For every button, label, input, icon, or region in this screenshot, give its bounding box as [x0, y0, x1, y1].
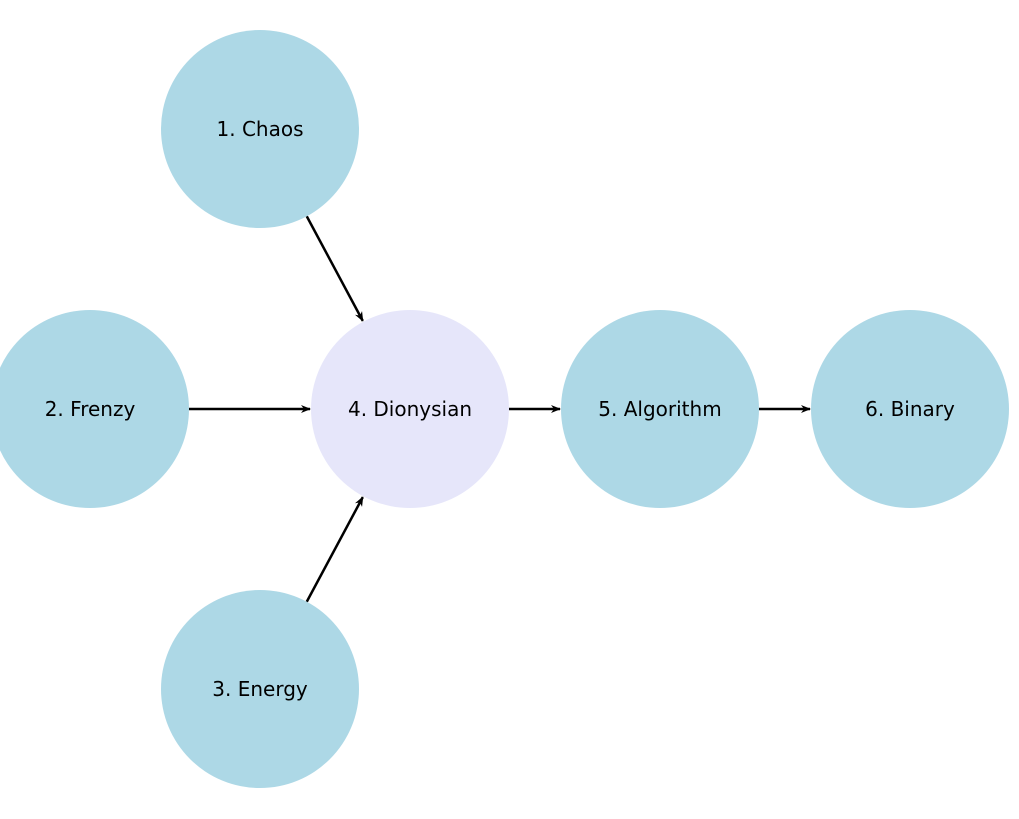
node-binary: 6. Binary — [811, 310, 1009, 508]
node-algorithm: 5. Algorithm — [561, 310, 759, 508]
node-label: 3. Energy — [212, 677, 308, 701]
nodes-layer: 1. Chaos 2. Frenzy 3. Energy 4. Dionysian 5.… — [0, 30, 1009, 788]
edge-energy-to-dionysian — [305, 496, 364, 603]
node-energy: 3. Energy — [161, 590, 359, 788]
node-label: 5. Algorithm — [598, 397, 721, 421]
node-circle — [161, 30, 359, 228]
node-circle — [811, 310, 1009, 508]
node-circle — [561, 310, 759, 508]
node-chaos: 1. Chaos — [161, 30, 359, 228]
node-label: 1. Chaos — [217, 117, 304, 141]
node-label: 2. Frenzy — [45, 397, 136, 421]
node-label: 4. Dionysian — [348, 397, 472, 421]
edge-chaos-to-dionysian — [305, 215, 364, 322]
node-label: 6. Binary — [865, 397, 955, 421]
edges-layer — [189, 215, 811, 603]
node-circle — [0, 310, 189, 508]
node-frenzy: 2. Frenzy — [0, 310, 189, 508]
node-dionysian: 4. Dionysian — [311, 310, 509, 508]
node-circle — [311, 310, 509, 508]
node-circle — [161, 590, 359, 788]
